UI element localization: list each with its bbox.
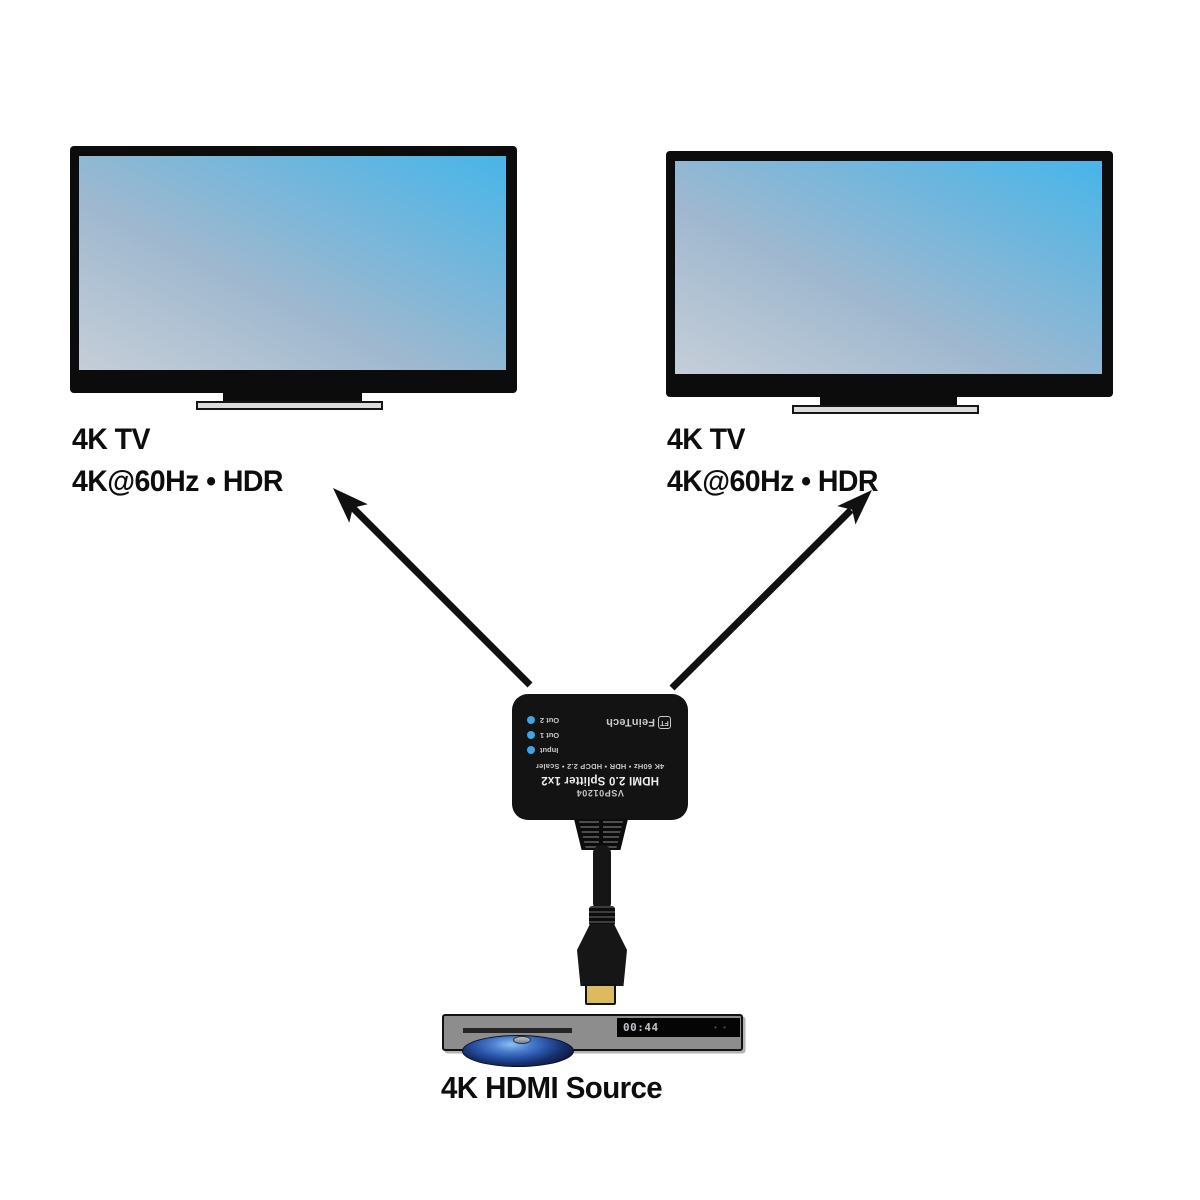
led-out1-icon [527,731,535,740]
tv-right-screen [675,161,1102,374]
disc-slot [463,1028,572,1033]
splitter-brand: FeinTech [605,716,655,729]
tv-right-stand-base [792,405,979,414]
display-time: 00:44 [623,1021,659,1034]
led-row-out2: Out 2 [527,716,559,725]
feintech-logo-icon: FT [658,716,671,729]
led-row-out1: Out 1 [527,731,559,740]
hdmi-splitter-device: VSP01204 HDMI 2.0 Splitter 1x2 4K 60Hz •… [512,694,688,820]
led-out2-label: Out 2 [540,716,560,725]
led-out2-icon [527,716,535,725]
tv-right [666,151,1113,397]
tv-left-label: 4K TV 4K@60Hz • HDR [72,422,283,500]
hdmi-plug-divider [598,821,604,848]
tv-right-stand-neck [820,395,957,407]
hdmi-plug-collar [589,906,615,926]
source-label: 4K HDMI Source [441,1070,663,1105]
tv-left [70,146,517,393]
display-indicator-dots: • • [714,1023,728,1032]
tv-left-spec: 4K@60Hz • HDR [72,465,283,498]
disc-hub-icon [513,1036,531,1044]
led-out1-label: Out 1 [540,731,560,740]
led-input-icon [527,746,535,755]
tv-left-stand-neck [223,391,362,403]
hdmi-plug-gold-tip [585,984,616,1005]
led-row-input: Input [527,746,558,755]
tv-right-name: 4K TV [667,423,745,456]
arrow-to-right-tv-icon [669,490,872,691]
splitter-features: 4K 60Hz • HDR • HDCP 2.2 • Scaler [535,762,665,771]
splitter-product-name: HDMI 2.0 Splitter 1x2 [541,774,659,786]
arrow-to-left-tv-icon [333,488,533,688]
player-display: 00:44 • • [617,1018,740,1037]
splitter-led-panel: Input Out 1 Out 2 [527,716,559,755]
tv-left-stand-base [196,401,383,410]
feintech-logo: FT FeinTech [606,716,671,729]
hdmi-cable [593,845,611,911]
hdmi-plug-splitter-end [574,819,628,850]
splitter-bottom-row: FT FeinTech Input Out 1 Out 2 [512,694,688,755]
bluray-disc-icon [462,1035,574,1067]
tv-left-name: 4K TV [72,423,150,456]
hdmi-plug-body [577,924,627,986]
hdmi-plug-ridges [579,821,623,848]
tv-right-label: 4K TV 4K@60Hz • HDR [667,422,878,500]
tv-left-screen [79,156,506,370]
led-input-label: Input [540,746,559,755]
splitter-model: VSP01204 [576,788,624,798]
tv-right-spec: 4K@60Hz • HDR [667,465,878,498]
